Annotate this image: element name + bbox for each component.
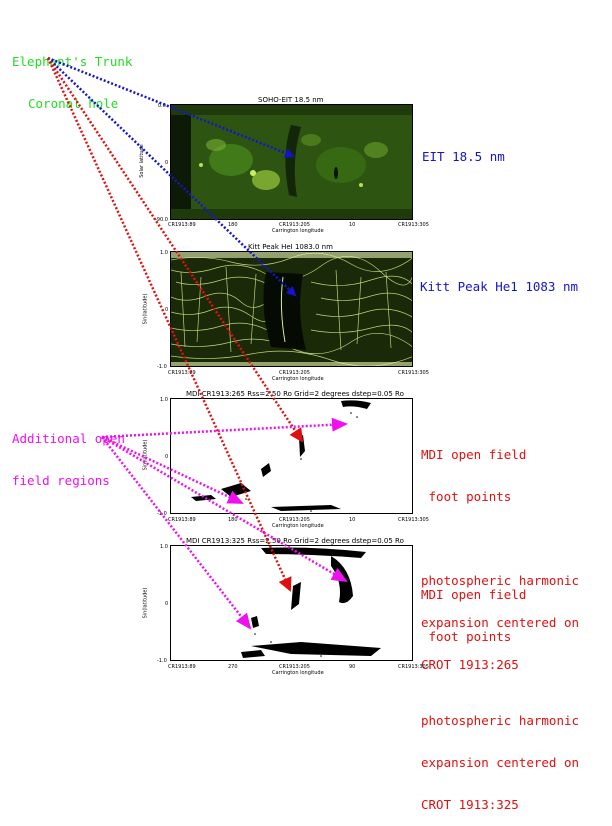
eit-ylabel: Solar latitude (138, 144, 145, 178)
kitt-map-image (170, 251, 413, 367)
mdi2-ytick-top: 1.0 (160, 544, 168, 550)
elephant-trunk-label-line1: Elephant's Trunk (12, 54, 133, 69)
mdi2-ytick-bot: -1.0 (157, 658, 167, 664)
kitt-peak-label: Kitt Peak He1 1083 nm (420, 279, 579, 294)
additional-open-field-label: Additional open field regions (12, 404, 125, 502)
kitt-ytick-bot: -1.0 (157, 364, 167, 370)
mdi2-footpoints (241, 547, 381, 658)
mdi2-map-plot (170, 545, 413, 661)
mdi2-caption-line5: CROT 1913:325 (421, 797, 519, 812)
mdi2-ylabel: Sin(latitude) (142, 587, 149, 619)
mdi1-ytick-mid: 0 (165, 454, 169, 460)
kitt-panel-title: Kitt Peak HeI 1083.0 nm (248, 243, 333, 251)
mdi1-caption-line3: photospheric harmonic (421, 573, 580, 588)
eit-panel-title: SOHO-EIT 18.5 nm (258, 96, 324, 104)
mdi2-caption-line3: photospheric harmonic (421, 713, 580, 728)
mdi1-caption-line4: expansion centered on (421, 615, 580, 630)
mdi1-ytick-bot: -1.0 (157, 511, 167, 517)
elephant-trunk-label-line2: Coronal hole (28, 96, 119, 111)
kitt-xtick-left: CR1913:89 (168, 370, 196, 376)
mdi1-map-plot (170, 398, 413, 514)
mdi2-panel-title: MDI CR1913:325 Rss=2.50 Ro Grid=2 degree… (186, 537, 404, 545)
mdi2-xlabel: Carrington longitude (272, 670, 324, 676)
mdi2-xtick-mid2: CR1913:205 (279, 664, 310, 670)
mdi1-footpoints (191, 400, 371, 512)
kitt-xtick-right: CR1913:305 (398, 370, 429, 376)
eit-ytick-mid: 0 (165, 160, 169, 166)
mdi2-caption-line4: expansion centered on (421, 755, 580, 770)
mdi2-ytick-mid: 0 (165, 601, 169, 607)
additional-label-line2: field regions (12, 473, 110, 488)
mdi1-xlabel: Carrington longitude (272, 523, 324, 529)
mdi1-ylabel: Sin(latitude) (142, 439, 149, 471)
eit-xtick-right: CR1913:305 (398, 222, 429, 228)
mdi1-caption-line1: MDI open field (421, 447, 527, 462)
mdi1-xtick-right: CR1913:305 (398, 517, 429, 523)
eit-xtick-mid3: 10 (349, 222, 356, 228)
kitt-map-texture (171, 252, 412, 366)
mdi2-xtick-right: CR1913:305 (398, 664, 429, 670)
kitt-ytick-mid: 0 (165, 307, 169, 313)
mdi1-xtick-mid3: 10 (349, 517, 356, 523)
eit-map-texture (171, 105, 412, 219)
eit-xlabel: Carrington longitude (272, 228, 324, 234)
mdi2-xtick-mid3: 90 (349, 664, 356, 670)
mdi2-xtick-mid1: 270 (228, 664, 238, 670)
mdi1-caption-line5: CROT 1913:265 (421, 657, 519, 672)
kitt-xlabel: Carrington longitude (272, 376, 324, 382)
eit-ytick-bot: -90.0 (155, 217, 168, 223)
mdi1-panel-title: MDI CR1913:265 Rss=2.50 Ro Grid=2 degree… (186, 390, 404, 398)
mdi1-caption: MDI open field foot points photospheric … (421, 420, 579, 686)
mdi2-xtick-left: CR1913:89 (168, 664, 196, 670)
mdi2-caption-line2: foot points (421, 629, 512, 644)
mdi1-caption-line2: foot points (421, 489, 512, 504)
mdi1-xtick-mid1: 180 (228, 517, 238, 523)
eit-xtick-mid1: 180 (228, 222, 238, 228)
eit-map-image (170, 104, 413, 220)
kitt-ytick-top: 1.0 (160, 250, 168, 256)
eit-label: EIT 18.5 nm (422, 149, 505, 164)
mdi1-ytick-top: 1.0 (160, 397, 168, 403)
eit-ytick-top: 0.0 (158, 103, 166, 109)
additional-label-line1: Additional open (12, 431, 125, 446)
mdi1-xtick-left: CR1913:89 (168, 517, 196, 523)
mdi2-caption: MDI open field foot points photospheric … (421, 560, 579, 826)
mdi2-caption-line1: MDI open field (421, 587, 527, 602)
elephant-trunk-label: Elephant's Trunk Coronal hole (12, 27, 132, 125)
kitt-ylabel: Sin(latitude) (142, 293, 149, 325)
eit-xtick-left: CR1913:89 (168, 222, 196, 228)
